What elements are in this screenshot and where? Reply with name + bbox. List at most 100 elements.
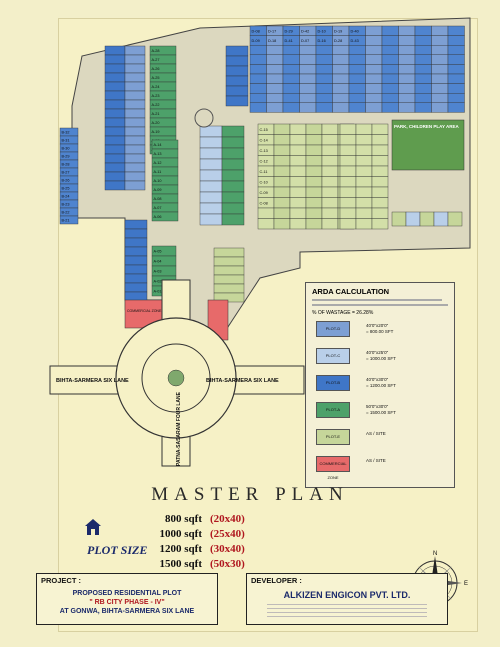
plot-cell	[257, 207, 275, 219]
plot-cell	[355, 186, 373, 198]
plot-label: B-30	[62, 147, 70, 151]
plot-cell	[332, 83, 350, 94]
plot-cell	[213, 283, 245, 294]
plot-cell	[282, 54, 300, 65]
plot-cell	[431, 73, 449, 84]
legend-swatch: PLOT-B	[316, 375, 350, 391]
plot-label: A-05	[154, 250, 162, 254]
plot-cell	[398, 54, 416, 65]
plot-cell	[199, 180, 223, 193]
plot-cell	[371, 123, 389, 135]
plot-cell	[104, 108, 126, 119]
plot-label: C-15	[260, 128, 268, 132]
plot-cell	[266, 92, 284, 103]
plot-cell	[381, 45, 399, 56]
plot-cell	[199, 202, 223, 215]
plot-label: A-23	[152, 94, 160, 98]
plot-label: C-13	[260, 149, 268, 153]
plot-cell	[315, 83, 333, 94]
plot-cell	[289, 218, 307, 230]
legend-swatch: PLOT-D	[316, 321, 350, 337]
plot-cell	[447, 83, 465, 94]
plot-label: A-07	[154, 206, 162, 210]
plot-cell	[221, 202, 245, 215]
plot-cell	[339, 165, 357, 177]
plot-label: A-24	[152, 85, 160, 89]
plot-size-sqft: 800 sqft	[165, 513, 202, 525]
park-label: PARK, CHILDREN PLAY AREA	[394, 124, 460, 129]
plot-cell	[199, 213, 223, 226]
plot-label: A-04	[154, 260, 162, 264]
plot-label: A-11	[154, 170, 162, 174]
plot-cell	[305, 165, 323, 177]
plot-label: B-24	[62, 195, 70, 199]
plot-size-sqft: 1200 sqft	[159, 543, 202, 555]
plot-cell	[431, 35, 449, 46]
plot-cell	[124, 81, 146, 92]
plot-cell	[124, 228, 148, 239]
plot-cell	[225, 95, 249, 107]
project-line-3: AT GONWA, BIHTA-SARMERA SIX LANE	[59, 608, 195, 615]
plot-label: A-02	[154, 280, 162, 284]
plot-label: D-10	[318, 29, 326, 33]
plot-label: A-27	[152, 58, 160, 62]
plot-label: B-22	[62, 211, 70, 215]
plot-cell	[381, 25, 399, 36]
plot-cell	[124, 135, 146, 146]
plot-cell	[305, 197, 323, 209]
plot-cell	[315, 54, 333, 65]
arda-heading: ARDA CALCULATION	[312, 287, 390, 296]
plot-size-dim: (50x30)	[210, 558, 245, 570]
plot-cell	[104, 45, 126, 56]
plot-cell	[266, 73, 284, 84]
plot-cell	[221, 136, 245, 149]
legend-swatch: PLOT-C	[316, 348, 350, 364]
plot-cell	[371, 134, 389, 146]
plot-cell	[273, 218, 291, 230]
plot-cell	[221, 169, 245, 182]
plot-cell	[124, 126, 146, 137]
compass-e: E	[464, 581, 468, 587]
plot-cell	[282, 83, 300, 94]
plot-cell	[289, 165, 307, 177]
plot-cell	[151, 211, 179, 222]
d-plot-grid: D-08D-09D-17D-18D-29D-41D-42D-07D-10D-16…	[249, 25, 465, 113]
plot-label: D-40	[351, 29, 359, 33]
plot-cell	[348, 45, 366, 56]
plot-cell	[299, 54, 317, 65]
plot-cell	[315, 102, 333, 113]
plot-cell	[104, 117, 126, 128]
plot-cell	[381, 54, 399, 65]
plot-label: D-28	[334, 39, 342, 43]
plot-cell	[398, 35, 416, 46]
plot-cell	[348, 92, 366, 103]
plot-cell	[339, 218, 357, 230]
plot-cell	[365, 54, 383, 65]
plot-cell	[273, 176, 291, 188]
plot-cell	[273, 207, 291, 219]
plot-cell	[299, 92, 317, 103]
plot-cell	[249, 83, 267, 94]
plot-cell	[371, 197, 389, 209]
plot-label: B-21	[62, 219, 70, 223]
plot-cell	[289, 123, 307, 135]
plot-cell	[104, 99, 126, 110]
plot-cell	[414, 83, 432, 94]
plot-label: A-26	[152, 67, 160, 71]
park-area	[391, 119, 465, 171]
plot-size-row: 1200 sqft(30x40)	[144, 542, 245, 557]
plot-cell	[305, 155, 323, 167]
plot-cell	[124, 282, 148, 293]
plot-cell	[371, 176, 389, 188]
project-heading: PROJECT :	[41, 576, 82, 585]
plot-size-row: 800 sqft(20x40)	[144, 512, 245, 527]
plot-cell	[124, 237, 148, 248]
legend-text: 40'0"x25'0" = 1000.00 SFT	[366, 350, 396, 361]
plot-cell	[332, 64, 350, 75]
plot-cell	[305, 207, 323, 219]
plot-cell	[371, 165, 389, 177]
plot-cell	[414, 73, 432, 84]
arda-text-line	[312, 299, 442, 301]
plot-label: A-12	[154, 161, 162, 165]
page-title: MASTER PLAN	[151, 484, 349, 505]
